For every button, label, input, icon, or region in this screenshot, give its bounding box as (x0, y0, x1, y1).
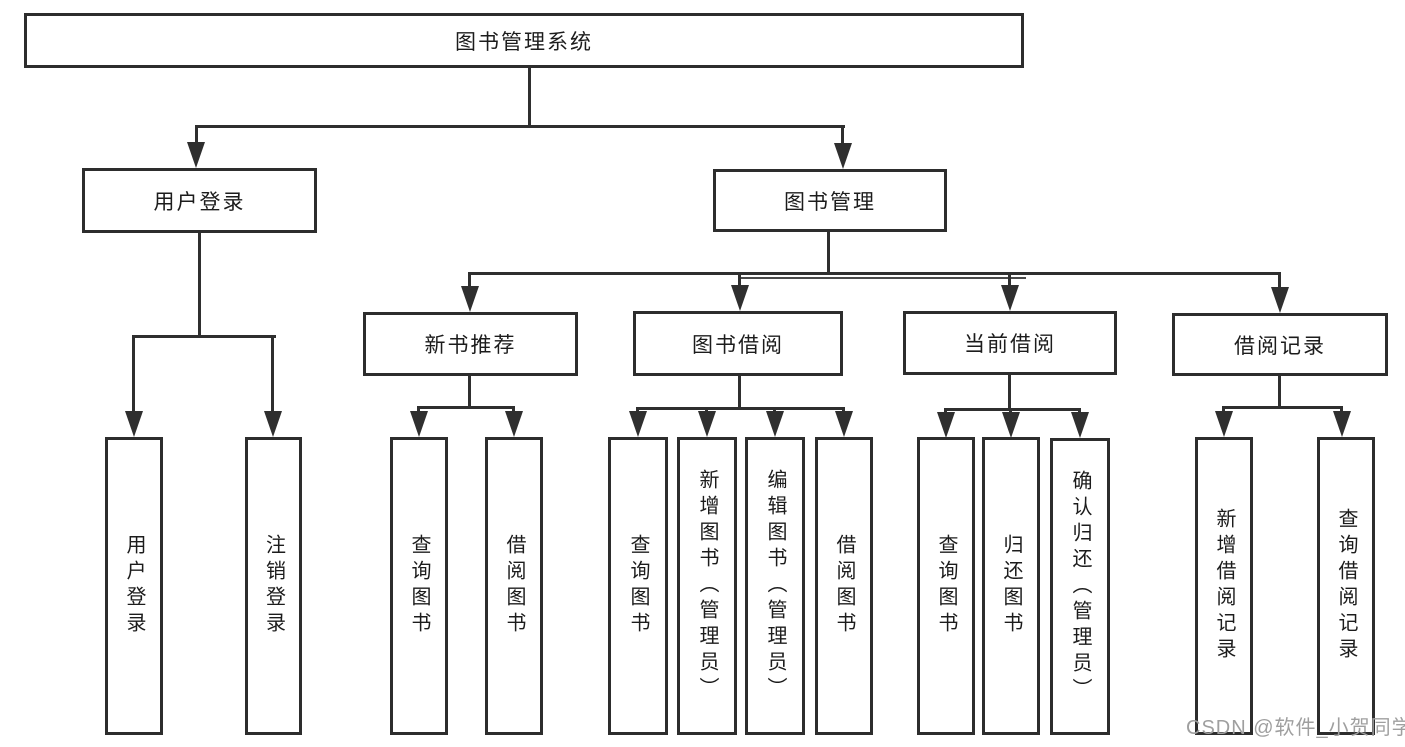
node-label: 用户登录 (123, 534, 145, 638)
arrow-down-icon (834, 143, 852, 169)
arrow-down-icon (1071, 412, 1089, 438)
connector-stub (1008, 375, 1011, 408)
connector-shaft (271, 335, 274, 411)
connector-root-branch (196, 125, 845, 128)
node-label: 查询图书 (408, 534, 430, 638)
leaf-add-book-admin: 新增图书（管理员） (677, 437, 737, 735)
arrow-down-icon (1215, 411, 1233, 437)
arrow-down-icon (505, 411, 523, 437)
connector-stub (738, 376, 741, 407)
arrow-down-icon (766, 411, 784, 437)
connector-branch (419, 406, 514, 409)
connector-stub (1278, 376, 1281, 406)
node-label: 查询图书 (627, 534, 649, 638)
leaf-user-login: 用户登录 (105, 437, 163, 735)
arrow-down-icon (264, 411, 282, 437)
connector-userlogin-stub (198, 233, 201, 335)
connector-shaft (1008, 272, 1011, 288)
node-label: 图书管理系统 (455, 30, 593, 54)
leaf-borrow-books-recommend: 借阅图书 (485, 437, 543, 735)
node-label: 图书管理 (784, 190, 876, 214)
connector-bookmgmt-stub (827, 232, 830, 272)
leaf-logout: 注销登录 (245, 437, 302, 735)
node-label: 注销登录 (262, 534, 285, 638)
connector-userlogin-branch (134, 335, 276, 338)
leaf-query-borrow-record: 查询借阅记录 (1317, 437, 1375, 735)
connector-shaft (1222, 406, 1225, 415)
node-label: 用户登录 (153, 190, 246, 214)
connector-stub (468, 376, 471, 406)
connector-branch (638, 407, 844, 410)
node-user-login: 用户登录 (82, 168, 317, 233)
node-label: 确认归还（管理员） (1069, 469, 1091, 704)
leaf-confirm-return-admin: 确认归还（管理员） (1050, 438, 1110, 735)
node-label: 归还图书 (1000, 534, 1022, 638)
node-label: 新增图书（管理员） (696, 469, 718, 703)
node-current-borrowing: 当前借阅 (903, 311, 1117, 375)
arrow-down-icon (629, 411, 647, 437)
arrow-down-icon (187, 142, 205, 168)
node-library-system: 图书管理系统 (24, 13, 1024, 68)
node-label: 新增借阅记录 (1213, 508, 1235, 664)
node-label: 借阅记录 (1234, 334, 1326, 358)
leaf-add-borrow-record: 新增借阅记录 (1195, 437, 1253, 735)
connector-branch-overlap (741, 277, 1026, 279)
node-label: 新书推荐 (424, 334, 517, 357)
arrow-down-icon (125, 411, 143, 437)
node-borrowing-records: 借阅记录 (1172, 313, 1388, 376)
connector-shaft (1340, 406, 1343, 415)
connector-shaft (468, 272, 471, 288)
connector-branch (1224, 406, 1342, 409)
connector-shaft (195, 125, 198, 145)
arrow-down-icon (461, 286, 479, 312)
arrow-down-icon (1333, 411, 1351, 437)
node-label: 编辑图书（管理员） (764, 469, 786, 703)
node-book-management: 图书管理 (713, 169, 947, 232)
watermark-text: CSDN @软件_小贺同学 (1186, 717, 1405, 739)
leaf-borrow-books-borrowing: 借阅图书 (815, 437, 873, 735)
arrow-down-icon (410, 411, 428, 437)
arrow-down-icon (1002, 412, 1020, 438)
connector-shaft (841, 125, 844, 145)
arrow-down-icon (937, 412, 955, 438)
arrow-down-icon (1271, 287, 1289, 313)
connector-bookmgmt-branch (470, 272, 1280, 275)
node-label: 查询借阅记录 (1335, 508, 1357, 664)
leaf-query-books-borrowing: 查询图书 (608, 437, 668, 735)
arrow-down-icon (731, 285, 749, 311)
node-label: 查询图书 (935, 534, 957, 638)
connector-shaft (738, 272, 741, 288)
connector-shaft (132, 335, 135, 411)
connector-shaft (512, 406, 515, 415)
leaf-query-books-current: 查询图书 (917, 437, 975, 735)
arrow-down-icon (698, 411, 716, 437)
arrow-down-icon (835, 411, 853, 437)
node-label: 借阅图书 (503, 534, 525, 638)
leaf-return-book: 归还图书 (982, 437, 1040, 735)
connector-root-stub (528, 68, 531, 125)
node-label: 当前借阅 (964, 333, 1056, 356)
node-label: 图书借阅 (692, 333, 784, 357)
connector-shaft (1278, 272, 1281, 288)
leaf-query-books-recommend: 查询图书 (390, 437, 448, 735)
connector-branch (946, 408, 1080, 411)
node-new-book-recommendation: 新书推荐 (363, 312, 578, 376)
arrow-down-icon (1001, 285, 1019, 311)
connector-shaft (417, 406, 420, 415)
leaf-edit-book-admin: 编辑图书（管理员） (745, 437, 805, 735)
node-label: 借阅图书 (833, 534, 855, 638)
node-book-borrowing: 图书借阅 (633, 311, 843, 376)
